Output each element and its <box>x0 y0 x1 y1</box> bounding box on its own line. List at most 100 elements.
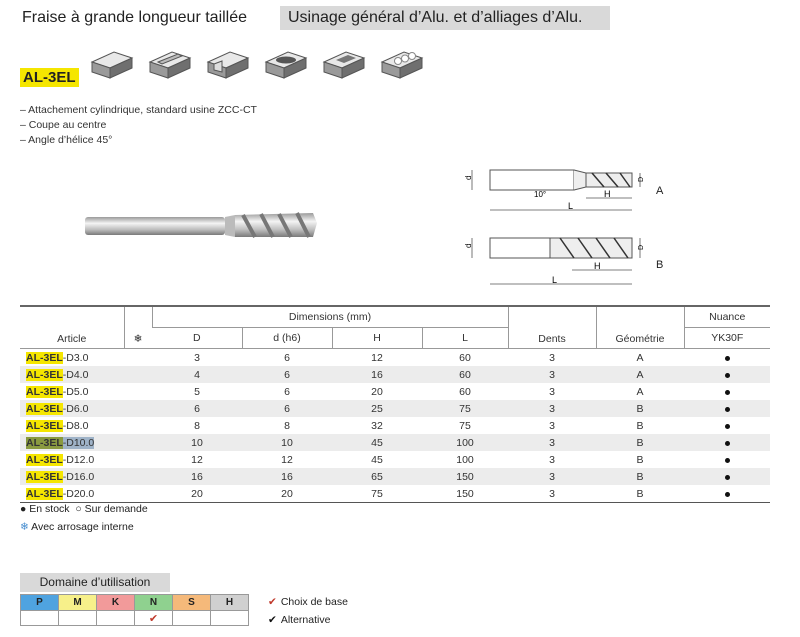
col-nuance: Nuance <box>683 305 770 328</box>
cell-D: 5 <box>194 385 200 398</box>
cell-grade <box>684 417 770 434</box>
col-H: H <box>331 327 422 349</box>
cell-D: 8 <box>194 419 200 432</box>
cell-d: 8 <box>284 419 290 432</box>
cell-grade <box>684 468 770 485</box>
material-mark <box>58 610 97 626</box>
material-mark <box>210 610 249 626</box>
key-base-choice: ✔Choix de base <box>268 596 348 608</box>
cell-dents: 3 <box>508 434 596 451</box>
angle-label: 10° <box>534 190 546 199</box>
cell-geometrie: A <box>636 385 644 398</box>
check-black-icon: ✔ <box>268 614 277 626</box>
drawing-type-a: d D H L 10° <box>464 169 645 211</box>
drawing-label-a: A <box>656 185 664 197</box>
cell-article: AL-3EL-D16.0 <box>20 468 124 485</box>
cell-L: 100 <box>456 453 474 466</box>
cell-H: 20 <box>371 385 383 398</box>
cell-article: AL-3EL-D4.0 <box>20 366 124 383</box>
cell-dents: 3 <box>549 385 555 398</box>
dim-H-label: H <box>594 261 601 271</box>
cell-dents: 3 <box>508 400 596 417</box>
cell-grade <box>684 434 770 451</box>
cell-H: 12 <box>371 351 383 364</box>
col-L: L <box>421 327 508 349</box>
cell-L: 150 <box>422 468 508 485</box>
spec-table: Article ❄ Dimensions (mm) Dents Géométri… <box>20 305 770 503</box>
page-title: Fraise à grande longueur taillée <box>22 9 248 26</box>
dim-L-label: L <box>568 201 573 211</box>
shoulder-milling-icon <box>90 51 134 79</box>
cell-geometrie: B <box>636 419 644 432</box>
in-stock-dot-icon <box>724 389 730 395</box>
snowflake-icon: ❄ <box>20 521 29 533</box>
page-subtitle: Usinage général d’Alu. et d’alliages d’A… <box>280 6 610 30</box>
cell-D: 12 <box>191 453 203 466</box>
cell-dents: 3 <box>508 485 596 503</box>
cell-article: AL-3EL-D3.0 <box>26 351 89 364</box>
col-D: D <box>152 327 242 349</box>
cell-grade <box>684 383 770 400</box>
coolant-legend: ❄ Avec arrosage interne <box>20 521 134 533</box>
cell-coolant <box>124 349 152 367</box>
dim-D-label: D <box>638 245 645 250</box>
in-stock-dot-icon <box>724 423 730 429</box>
material-p: P <box>20 594 59 611</box>
feature-item: – Attachement cylindrique, standard usin… <box>20 104 257 116</box>
cell-D: 10 <box>152 434 242 451</box>
face-milling-icon <box>322 51 366 79</box>
key-alt-label: Alternative <box>280 614 331 626</box>
cell-d: 12 <box>281 453 293 466</box>
cell-article: AL-3EL-D20.0 <box>20 485 124 503</box>
material-mark <box>96 610 135 626</box>
cell-coolant <box>124 468 152 485</box>
feature-item: – Angle d’hélice 45° <box>20 134 113 146</box>
cell-article: AL-3EL-D12.0 <box>26 453 95 466</box>
cell-D: 20 <box>152 485 242 503</box>
cell-L: 60 <box>422 366 508 383</box>
cell-d: 16 <box>242 468 332 485</box>
material-mark: ✔ <box>134 610 173 626</box>
col-coolant-snowflake-icon: ❄ <box>123 305 152 349</box>
col-d: d (h6) <box>241 327 332 349</box>
cell-L: 150 <box>422 485 508 503</box>
in-stock-dot-icon <box>724 440 730 446</box>
in-stock-dot-icon <box>724 474 730 480</box>
drawing-type-b: d D H L <box>464 237 645 285</box>
cell-dents: 3 <box>508 468 596 485</box>
in-stock-dot-icon <box>724 355 730 361</box>
material-mark <box>172 610 211 626</box>
cell-article: AL-3EL-D6.0 <box>20 400 124 417</box>
cell-article: AL-3EL-D8.0 <box>26 419 89 432</box>
cell-D: 3 <box>194 351 200 364</box>
on-demand-circle-icon: ○ <box>75 503 82 515</box>
cell-geometrie: A <box>636 351 644 364</box>
cell-H: 65 <box>332 468 422 485</box>
cell-d: 6 <box>284 351 290 364</box>
check-red-icon: ✔ <box>268 596 277 608</box>
drawing-label-b: B <box>656 259 664 271</box>
cell-grade <box>684 349 770 367</box>
in-stock-dot-icon <box>724 457 730 463</box>
material-h: H <box>210 594 249 611</box>
dim-d-label: d <box>464 176 473 180</box>
feature-item: – Coupe au centre <box>20 119 107 131</box>
cell-coolant <box>124 485 152 503</box>
cell-geometrie: B <box>596 468 684 485</box>
cell-H: 16 <box>332 366 422 383</box>
cell-d: 10 <box>242 434 332 451</box>
cell-d: 6 <box>242 400 332 417</box>
on-demand-label: Sur demande <box>84 503 148 515</box>
cell-D: 6 <box>152 400 242 417</box>
cell-coolant <box>124 451 152 468</box>
cell-H: 25 <box>332 400 422 417</box>
domain-title: Domaine d’utilisation <box>20 573 170 592</box>
key-alternative: ✔Alternative <box>268 614 330 626</box>
cell-coolant <box>124 366 152 383</box>
dim-d-label: d <box>464 244 473 248</box>
